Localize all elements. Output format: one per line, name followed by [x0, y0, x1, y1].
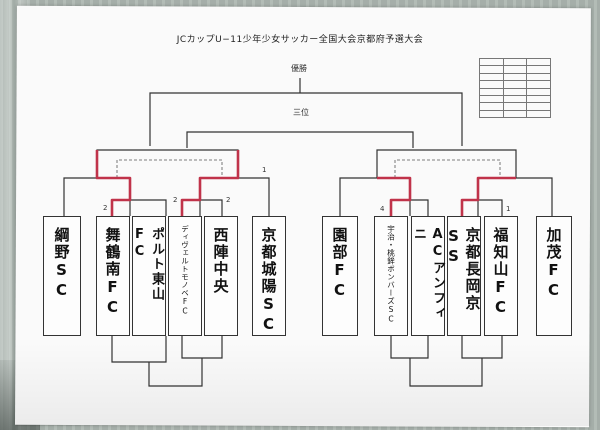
score-t8: 4: [380, 205, 385, 213]
left-r1-b: [130, 199, 167, 216]
right-dashed-line: [394, 159, 501, 178]
right-bottom-a: [390, 336, 429, 359]
tournament-title: JCカップU−11少年少女サッカー全国大会京都府予選大会: [176, 35, 424, 45]
right-bottom-b: [461, 336, 503, 359]
left-r1-c: [181, 199, 223, 216]
left-quarter-b: [199, 177, 270, 216]
team-box-t12: 加茂FC: [536, 216, 572, 336]
team-box-t4: ディヴェルトモノベFC: [168, 216, 202, 336]
final-label: 優勝: [291, 64, 307, 73]
score-t2: 2: [103, 204, 108, 212]
winner-path-right-a: [377, 176, 412, 216]
left-bottom-join: [148, 358, 203, 387]
team-box-t10: 京都長岡京SS: [445, 216, 482, 336]
right-quarter-a: [339, 177, 411, 216]
third-bracket-line: [186, 131, 414, 148]
left-dashed-line: [116, 159, 223, 178]
team-box-t8: 宇治・桃鉾ボンバーズSC: [374, 216, 408, 336]
winner-path-left-b: [180, 150, 240, 216]
left-r1-a: [111, 199, 130, 216]
final-bracket-line: [149, 92, 463, 146]
third-place-label: 三位: [293, 108, 309, 117]
schedule-table: [479, 57, 551, 119]
left-bottom-b: [181, 336, 223, 359]
winner-path-left-a: [95, 150, 132, 216]
score-t4: 2: [173, 196, 178, 204]
left-quarter-a: [63, 177, 131, 216]
left-bottom-a: [111, 336, 167, 363]
team-box-t6: 京都城陽SC: [252, 216, 286, 336]
right-bottom-join: [409, 358, 483, 387]
left-semi-line: [96, 149, 239, 178]
team-box-t9: ACアンフィニ: [411, 216, 445, 336]
team-box-t2: 舞鶴南FC: [96, 216, 130, 336]
team-box-t11: 福知山FC: [484, 216, 518, 336]
winner-path-right-b: [460, 176, 516, 216]
right-quarter-b: [477, 177, 553, 216]
team-box-t7: 園部FC: [322, 216, 358, 336]
right-r1-b: [461, 199, 503, 216]
score-t6: 1: [262, 166, 267, 174]
score-t11: 1: [506, 205, 511, 213]
team-box-t5: 西陣中央: [204, 216, 238, 336]
score-t5: 2: [226, 196, 231, 204]
team-box-t3: ポルト東山FC: [132, 216, 166, 336]
team-box-t1: 綱野SC: [43, 216, 81, 336]
right-semi-line: [376, 149, 517, 178]
